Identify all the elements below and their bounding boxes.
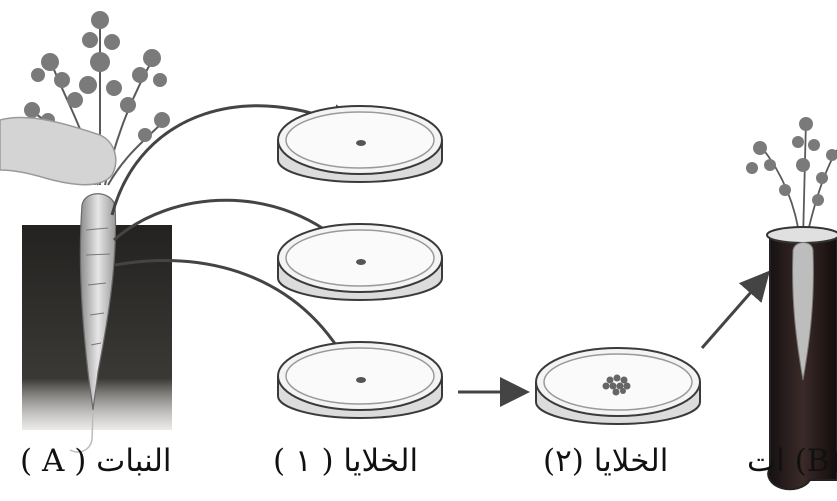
cell-sample <box>356 140 366 146</box>
petri-dish-3 <box>277 341 443 419</box>
test-tube-plant-b <box>746 117 837 491</box>
cell-cluster <box>602 374 631 396</box>
hand <box>0 116 117 186</box>
petri-dish-cells-2 <box>535 347 701 425</box>
arrow-to-tube <box>700 270 770 349</box>
label-cells-2: الخلايا (٢) <box>543 443 669 479</box>
cell-sample <box>356 377 366 383</box>
arrow-to-dish-3 <box>114 259 355 378</box>
cell-sample <box>356 259 366 265</box>
label-cells-1: الخلايا ( ١ ) <box>273 443 419 479</box>
petri-dish-2 <box>277 223 443 301</box>
petri-dish-1 <box>277 105 443 183</box>
plant-a-illustration <box>0 11 172 453</box>
label-plant-b: ات (B) <box>747 443 837 479</box>
label-plant-a: النبات ( A ) <box>20 443 172 479</box>
carrot-leaves-a <box>24 11 170 142</box>
